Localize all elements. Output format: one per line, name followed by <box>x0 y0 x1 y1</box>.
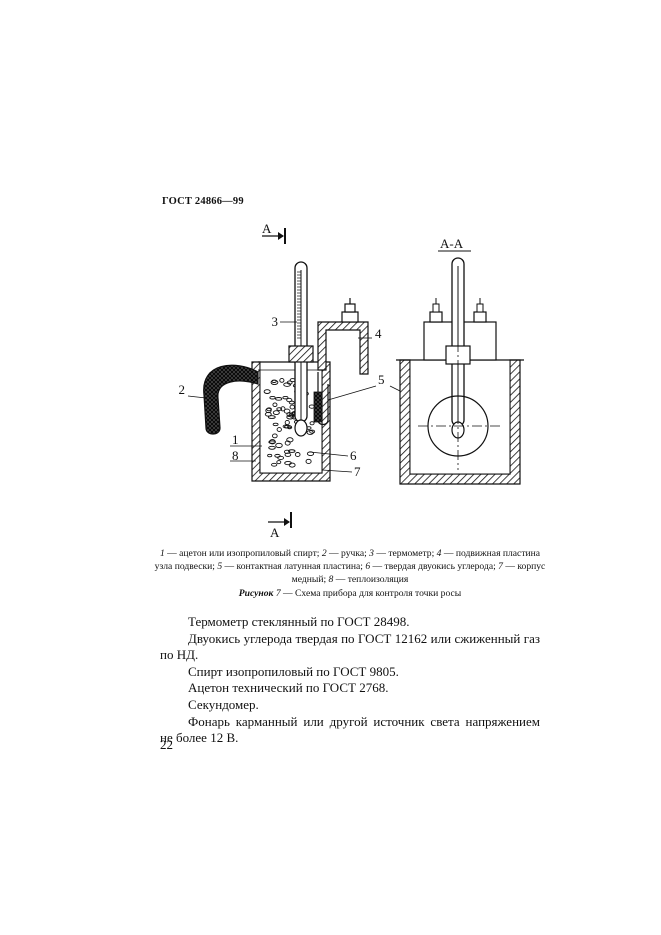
speckle <box>283 382 292 387</box>
speckle <box>284 424 292 429</box>
speckle <box>275 397 283 401</box>
legend-text: — теплоизоляция <box>333 574 409 585</box>
paragraph: Двуокись углерода твердая по ГОСТ 12162 … <box>160 630 540 663</box>
legend-number: 8 <box>328 574 334 585</box>
legend-text: — контактная латунная пластина; <box>222 561 366 572</box>
paragraph: Ацетон технический по ГОСТ 2768. <box>188 680 389 696</box>
speckle <box>271 462 278 467</box>
speckle <box>280 406 286 412</box>
speckle <box>263 389 271 394</box>
legend-text: — подвижная пластина узла подвески; <box>154 548 541 572</box>
label-4: 4 <box>375 326 382 341</box>
speckle <box>267 453 273 458</box>
legend-number: 3 <box>369 548 374 559</box>
label-1: 1 <box>232 432 239 447</box>
side-view: А 3 <box>179 221 439 540</box>
handle <box>203 364 259 435</box>
legend-number: 1 <box>159 548 165 559</box>
legend-number: 5 <box>217 561 223 572</box>
figure-title: Рисунок 7 — Схема прибора для контроля т… <box>238 588 462 599</box>
label-7: 7 <box>354 464 361 479</box>
label-5: 5 <box>378 372 385 387</box>
paragraph: Термометр стеклянный по ГОСТ 28498. <box>188 614 410 629</box>
speckle <box>282 395 289 400</box>
figure-legend: 1 — ацетон или изопропиловый спирт; 2 — … <box>155 548 546 585</box>
body-text: Термометр стеклянный по ГОСТ 28498. Двуо… <box>160 614 540 747</box>
speckle <box>309 429 316 434</box>
legend-text: — корпус медный; <box>291 561 546 585</box>
paragraph: Фонарь карманный или другой источник све… <box>160 713 540 746</box>
speckle <box>286 437 294 443</box>
page-number: 22 <box>160 737 173 752</box>
speckle <box>277 455 285 460</box>
speckle <box>288 462 296 468</box>
suspension-plate <box>317 321 369 375</box>
speckle <box>279 378 285 383</box>
speckle <box>265 407 272 414</box>
legend-text: — твердая двуокись углерода; <box>370 561 499 572</box>
speckle <box>272 410 280 416</box>
legend-number: 7 <box>498 561 503 572</box>
speckle <box>272 422 279 427</box>
speckle <box>286 414 294 420</box>
speckle <box>288 400 295 405</box>
label-8: 8 <box>232 448 239 463</box>
speckle <box>269 395 276 400</box>
legend-number: 2 <box>321 548 327 559</box>
speckle <box>269 439 276 445</box>
speckle <box>275 442 283 449</box>
legend-text: — термометр; <box>373 548 437 559</box>
speckle <box>283 408 291 414</box>
legend-text: — ацетон или изопропиловый спирт; <box>164 548 322 559</box>
speckle <box>272 402 278 408</box>
device-diagram: А 3 <box>179 221 524 540</box>
speckle <box>271 379 277 383</box>
speckle <box>294 452 301 458</box>
figure-caption: 1 — ацетон или изопропиловый спирт; 2 — … <box>150 547 550 600</box>
speckle <box>272 433 278 439</box>
speckle <box>276 460 282 465</box>
legend-number: 6 <box>365 561 371 572</box>
speckle <box>276 427 282 432</box>
speckle <box>284 440 291 446</box>
paragraph: Секундомер. <box>188 696 259 712</box>
label-2: 2 <box>179 382 186 397</box>
section-mark-top-label: А <box>262 221 272 236</box>
speckle <box>276 407 283 411</box>
paragraph: Спирт изопропиловый по ГОСТ 9805. <box>188 663 399 679</box>
legend-number: 4 <box>436 548 442 559</box>
document-code: ГОСТ 24866—99 <box>162 196 244 207</box>
speckle <box>305 458 312 465</box>
speckle <box>268 445 276 450</box>
speckle <box>284 452 292 457</box>
label-3: 3 <box>272 314 279 329</box>
section-mark-bottom-label: А <box>270 525 280 540</box>
section-title: А-А <box>440 236 464 251</box>
speckle <box>288 449 296 453</box>
speckle <box>267 415 276 419</box>
section-view: А-А <box>396 236 524 485</box>
label-6: 6 <box>350 448 357 463</box>
speckle <box>309 421 315 426</box>
legend-text: — ручка; <box>326 548 370 559</box>
